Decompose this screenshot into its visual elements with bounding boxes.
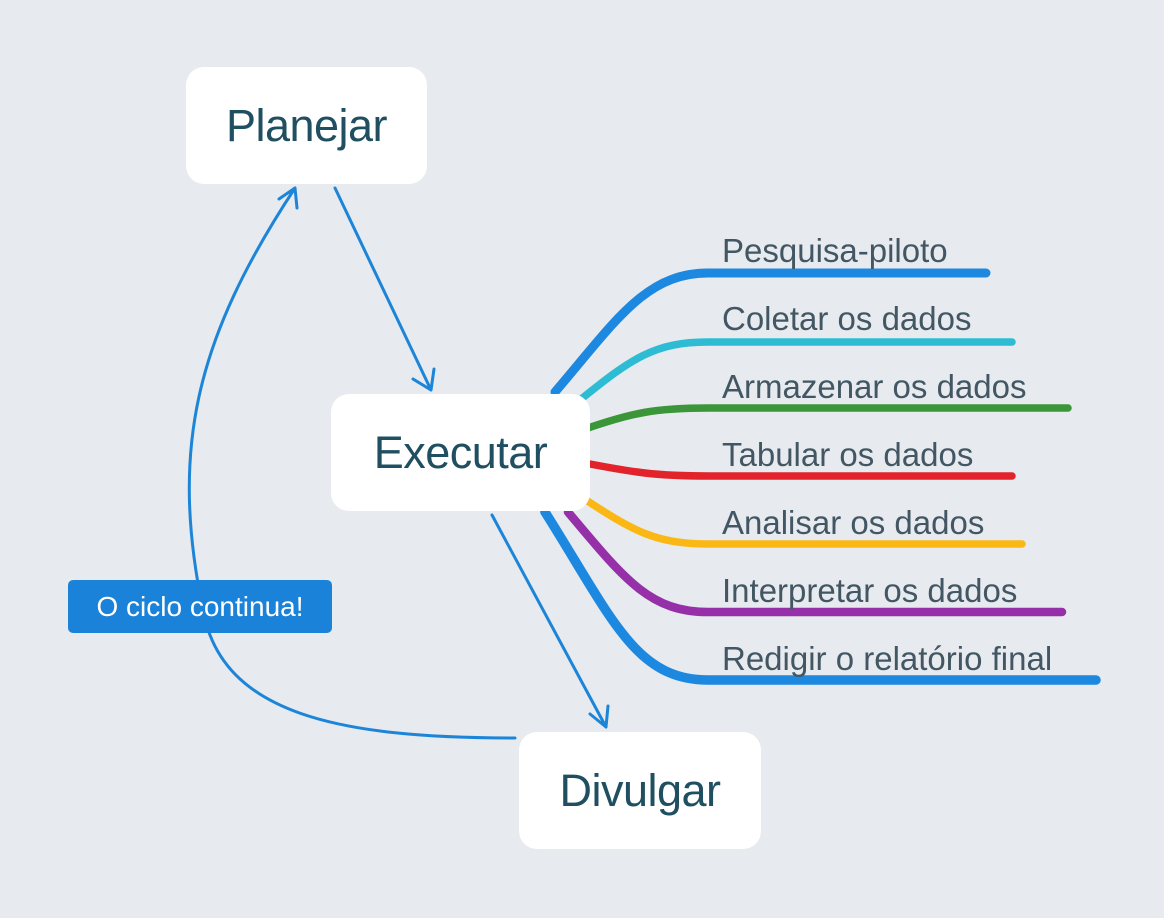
branch-label-tabular[interactable]: Tabular os dados xyxy=(722,436,974,473)
branch-label-pesquisa-piloto[interactable]: Pesquisa-piloto xyxy=(722,232,948,269)
branch-line-analisar xyxy=(582,496,1026,548)
branch-line-armazenar xyxy=(584,404,1072,432)
branch-line-tabular xyxy=(586,460,1016,480)
callout-label[interactable]: O ciclo continua! xyxy=(68,580,332,633)
arrow-executar-to-divulgar xyxy=(490,513,610,729)
callout-text: O ciclo continua! xyxy=(96,590,304,622)
branch-line-interpretar xyxy=(563,507,1067,617)
branch-line-pesquisa-piloto xyxy=(550,268,991,397)
node-planejar[interactable]: Planejar xyxy=(186,67,427,184)
node-executar-label: Executar xyxy=(373,426,548,478)
branch-label-redigir[interactable]: Redigir o relatório final xyxy=(722,640,1053,677)
node-divulgar[interactable]: Divulgar xyxy=(519,732,761,849)
node-planejar-label: Planejar xyxy=(225,99,388,151)
branch-label-interpretar[interactable]: Interpretar os dados xyxy=(722,572,1018,609)
branch-label-armazenar[interactable]: Armazenar os dados xyxy=(722,368,1027,405)
branch-line-coletar xyxy=(576,338,1016,404)
node-executar[interactable]: Executar xyxy=(331,394,590,511)
arrow-planejar-to-executar xyxy=(333,186,436,392)
branch-label-analisar[interactable]: Analisar os dados xyxy=(722,504,985,541)
branch-label-coletar[interactable]: Coletar os dados xyxy=(722,300,972,337)
node-divulgar-label: Divulgar xyxy=(559,764,721,816)
branch-line-redigir xyxy=(540,507,1101,685)
